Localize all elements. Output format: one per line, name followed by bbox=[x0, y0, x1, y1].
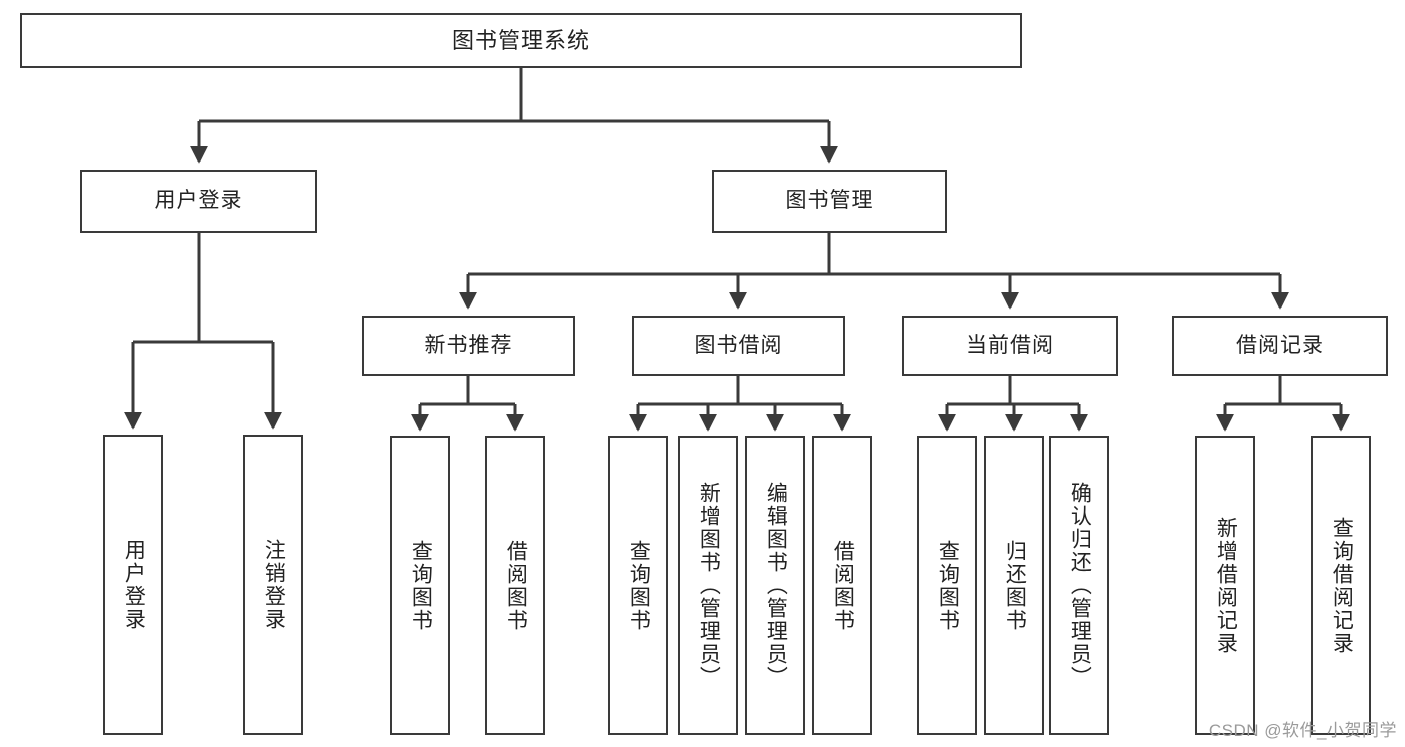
leaf-edit-book[interactable]: 编辑图书（管理员） bbox=[745, 436, 805, 735]
node-current-borrow-label: 当前借阅 bbox=[966, 333, 1054, 357]
node-book-borrow[interactable]: 图书借阅 bbox=[632, 316, 845, 376]
leaf-confirm-return[interactable]: 确认归还（管理员） bbox=[1049, 436, 1109, 735]
leaf-add-book-label: 新增图书（管理员） bbox=[697, 482, 721, 689]
node-book-management-label: 图书管理 bbox=[785, 189, 874, 213]
leaf-add-book[interactable]: 新增图书（管理员） bbox=[678, 436, 738, 735]
leaf-query-book-1[interactable]: 查询图书 bbox=[390, 436, 450, 735]
leaf-user-login-label: 用户登录 bbox=[122, 539, 146, 631]
node-user-login[interactable]: 用户登录 bbox=[80, 170, 317, 233]
leaf-logout-login-label: 注销登录 bbox=[262, 539, 286, 631]
leaf-query-borrow-record[interactable]: 查询借阅记录 bbox=[1311, 436, 1371, 735]
leaf-edit-book-label: 编辑图书（管理员） bbox=[764, 482, 788, 689]
leaf-borrow-book-1-label: 借阅图书 bbox=[504, 539, 528, 632]
leaf-query-borrow-record-label: 查询借阅记录 bbox=[1330, 516, 1354, 655]
leaf-add-borrow-record-label: 新增借阅记录 bbox=[1214, 516, 1238, 655]
leaf-return-book[interactable]: 归还图书 bbox=[984, 436, 1044, 735]
leaf-borrow-book-1[interactable]: 借阅图书 bbox=[485, 436, 545, 735]
leaf-query-book-1-label: 查询图书 bbox=[409, 539, 433, 632]
leaf-borrow-book-2[interactable]: 借阅图书 bbox=[812, 436, 872, 735]
node-new-book-recommend-label: 新书推荐 bbox=[424, 333, 513, 357]
node-root-label: 图书管理系统 bbox=[451, 27, 590, 53]
node-book-management[interactable]: 图书管理 bbox=[712, 170, 947, 233]
leaf-query-book-3[interactable]: 查询图书 bbox=[917, 436, 977, 735]
leaf-query-book-2-label: 查询图书 bbox=[627, 539, 651, 632]
leaf-return-book-label: 归还图书 bbox=[1003, 539, 1027, 632]
node-borrow-record[interactable]: 借阅记录 bbox=[1172, 316, 1388, 376]
node-book-borrow-label: 图书借阅 bbox=[694, 333, 783, 357]
leaf-confirm-return-label: 确认归还（管理员） bbox=[1068, 482, 1092, 689]
node-root[interactable]: 图书管理系统 bbox=[20, 13, 1022, 68]
leaf-borrow-book-2-label: 借阅图书 bbox=[831, 539, 855, 632]
leaf-logout-login[interactable]: 注销登录 bbox=[243, 435, 303, 735]
leaf-query-book-3-label: 查询图书 bbox=[936, 539, 960, 632]
node-user-login-label: 用户登录 bbox=[154, 189, 243, 213]
node-new-book-recommend[interactable]: 新书推荐 bbox=[362, 316, 575, 376]
leaf-user-login[interactable]: 用户登录 bbox=[103, 435, 163, 735]
node-borrow-record-label: 借阅记录 bbox=[1236, 333, 1324, 357]
node-current-borrow[interactable]: 当前借阅 bbox=[902, 316, 1118, 376]
leaf-query-book-2[interactable]: 查询图书 bbox=[608, 436, 668, 735]
leaf-add-borrow-record[interactable]: 新增借阅记录 bbox=[1195, 436, 1255, 735]
